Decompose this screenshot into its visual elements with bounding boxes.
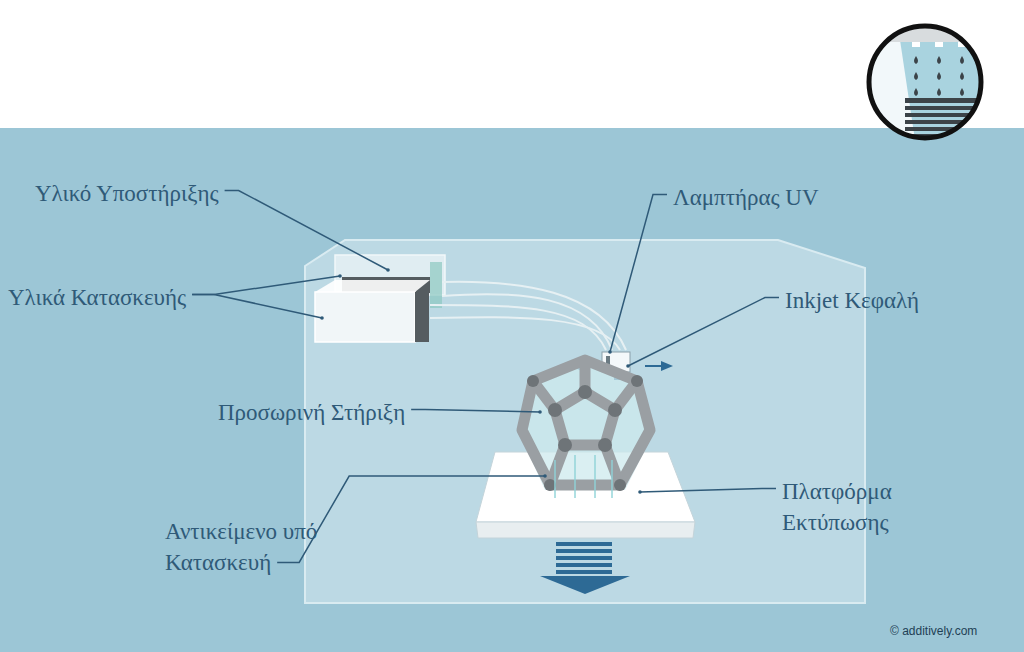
leader-line xyxy=(192,295,322,319)
part-label: Πλατφόρμα Εκτύπωσης xyxy=(782,476,942,538)
leader-dot xyxy=(320,316,324,320)
leader-dot xyxy=(608,350,612,354)
leader-line xyxy=(610,195,667,353)
part-label: Υλικό Υποστήριξης xyxy=(35,178,219,209)
copyright-note: © additively.com xyxy=(890,624,977,638)
leader-dot xyxy=(543,474,547,478)
leader-line xyxy=(192,276,340,295)
leader-dot xyxy=(626,364,630,368)
leader-line xyxy=(640,489,776,493)
leader-dot xyxy=(638,490,642,494)
part-label: Προσωρινή Στήριξη xyxy=(218,397,405,428)
platform-down-arrow xyxy=(540,542,630,594)
inset-jetting-detail xyxy=(868,26,988,160)
part-label: Αντικείμενο υπό Κατασκευή xyxy=(165,516,380,578)
leader-dot xyxy=(386,268,390,272)
leader-line xyxy=(277,476,545,563)
part-label: Λαμπτήρας UV xyxy=(673,182,819,213)
feed-tubes xyxy=(430,282,626,350)
material-cartridges xyxy=(315,255,445,342)
leader-dot xyxy=(338,274,342,278)
part-label: Inkjet Κεφαλή xyxy=(785,285,919,316)
leader-line xyxy=(411,410,540,413)
part-label: Υλικά Κατασκευής xyxy=(8,282,186,313)
leader-line xyxy=(225,191,388,271)
background-band xyxy=(0,128,1024,652)
leader-dot xyxy=(538,410,542,414)
leader-line xyxy=(628,298,779,367)
